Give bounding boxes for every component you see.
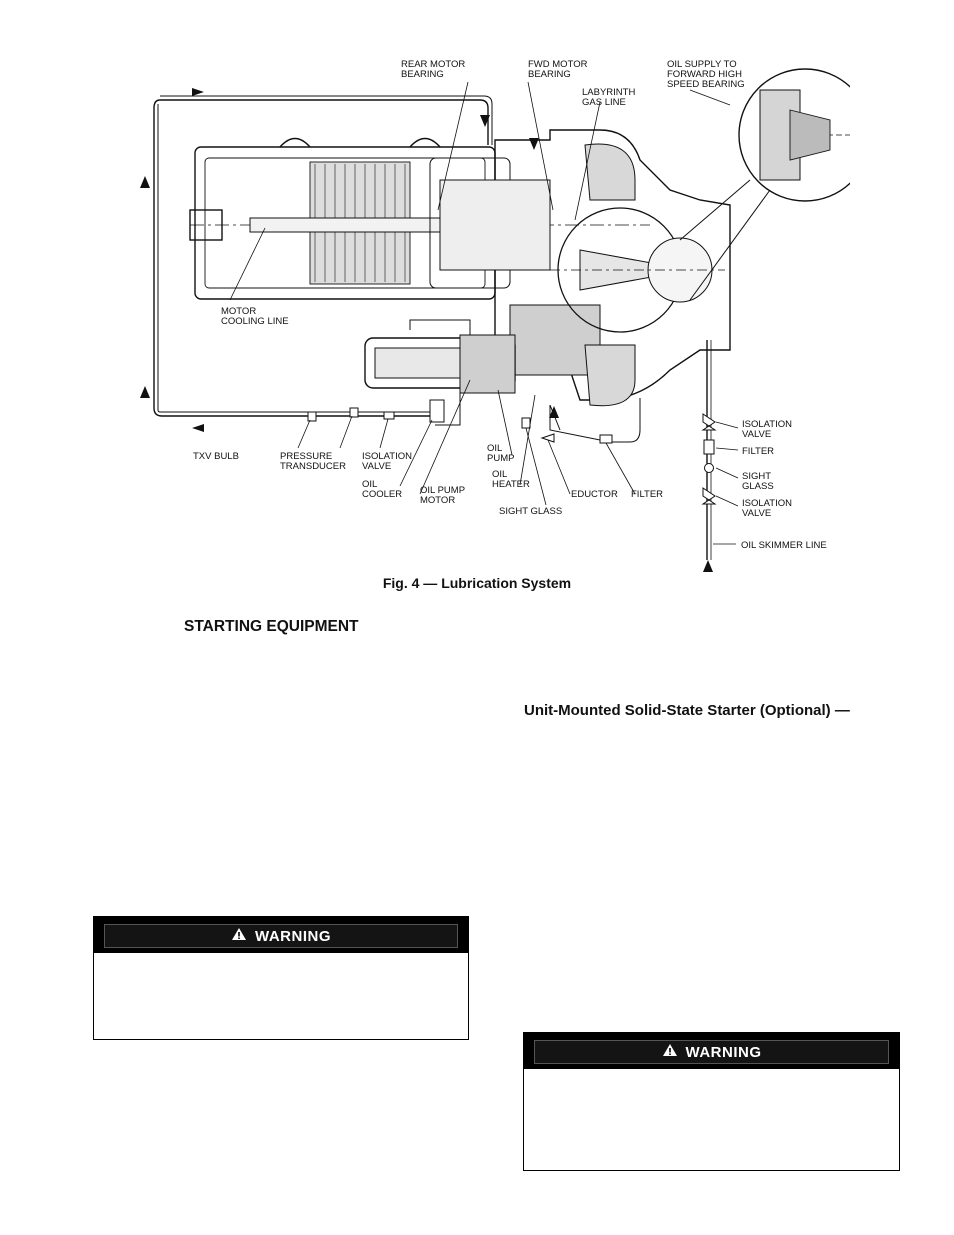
label-oil-heater: OIL HEATER [492,469,530,490]
label-isolation-valve-left: ISOLATION VALVE [362,451,412,472]
label-isolation-valve-right-top: ISOLATION VALVE [742,419,792,440]
section-heading-starting-equipment: STARTING EQUIPMENT [184,618,359,635]
isolation-valve-upper-mark [701,413,717,431]
label-isolation-valve-right-bottom: ISOLATION VALVE [742,498,792,519]
pressure-transducer-mark [349,407,359,418]
filter-right-mark [703,439,715,455]
top-loop-line [160,99,489,145]
label-txv-bulb: TXV BULB [193,451,239,462]
motor-shaft [249,217,471,233]
label-motor-cooling-line: MOTOR COOLING LINE [221,306,289,327]
label-oil-pump: OIL PUMP [487,443,515,464]
label-eductor: EDUCTOR [571,489,618,500]
warning-label-right: WARNING [685,1043,762,1061]
label-sight-glass-bottom: SIGHT GLASS [499,506,563,517]
oil-sump [509,304,601,376]
isolation-valve-lower-mark [701,487,717,505]
warning-box-left: WARNING [93,916,469,1040]
label-fwd-motor-bearing: FWD MOTOR BEARING [528,59,588,80]
label-oil-supply: OIL SUPPLY TO FORWARD HIGH SPEED BEARING [667,59,745,90]
warning-triangle-icon [231,927,247,945]
magnified-detail [738,68,850,202]
isolation-valve-mark [383,411,395,420]
warning-box-right: WARNING [523,1032,900,1171]
filter-mark [599,434,613,444]
warning-header-right: WARNING [524,1033,899,1069]
section-heading-solid-state-starter: Unit-Mounted Solid-State Starter (Option… [524,702,850,719]
oil-sight-glass-mark [521,417,531,429]
figure-caption: Fig. 4 — Lubrication System [382,575,572,591]
txv-bulb-mark [307,411,317,422]
flow-arrows [140,88,713,572]
label-oil-skimmer-line: OIL SKIMMER LINE [741,540,827,551]
sight-glass-right-mark [704,463,714,473]
warning-label-left: WARNING [255,927,331,945]
oil-cooler-mark [429,399,445,423]
label-labyrinth-gas-line: LABYRINTH GAS LINE [582,87,636,108]
oil-pump-body [459,334,516,394]
lubrication-system-figure: REAR MOTOR BEARING FWD MOTOR BEARING LAB… [130,50,850,575]
lubrication-diagram [140,68,850,572]
label-rear-motor-bearing: REAR MOTOR BEARING [401,59,466,80]
warning-triangle-icon [662,1043,678,1061]
label-oil-pump-motor: OIL PUMP MOTOR [420,485,466,506]
label-sight-glass-right: SIGHT GLASS [742,471,774,492]
warning-header-left: WARNING [94,917,468,953]
left-loop-line [153,99,430,417]
label-filter-bottom: FILTER [631,489,664,500]
label-oil-cooler: OIL COOLER [362,479,403,500]
label-pressure-transducer: PRESSURE TRANSDUCER [280,451,346,472]
label-filter-right: FILTER [742,446,775,457]
